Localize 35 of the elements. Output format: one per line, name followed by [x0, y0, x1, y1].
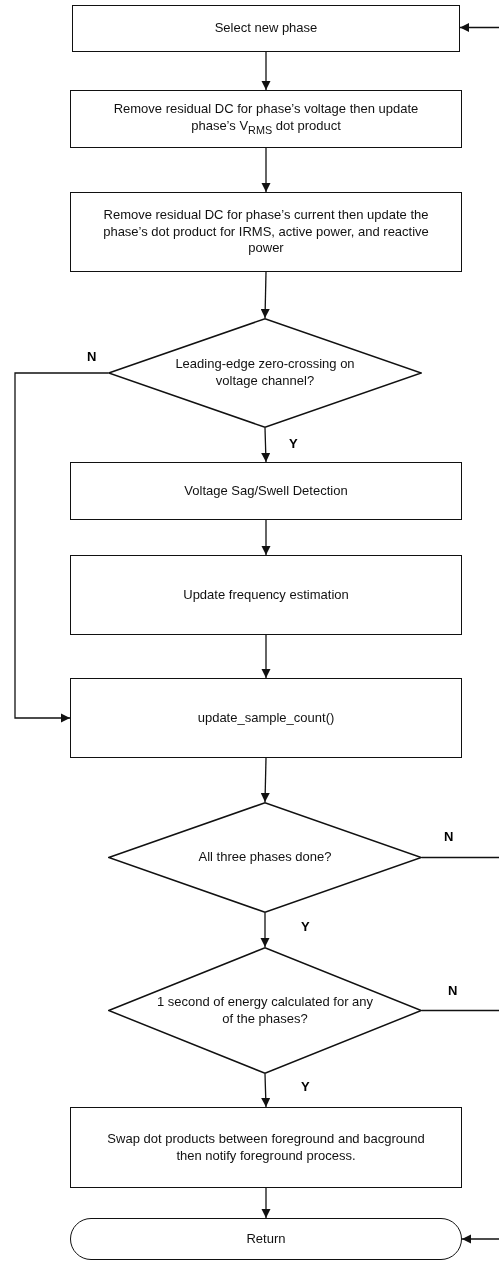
arrow [261, 519, 271, 556]
process-box [70, 462, 462, 520]
node-text: update_sample_count() [197, 709, 335, 727]
node-text: Swap dot products between foreground and bacground then notify foreground process. [106, 1130, 426, 1165]
process-box [70, 90, 462, 148]
node-text: Voltage Sag/Swell Detection [184, 482, 348, 500]
node-text: Update frequency estimation [183, 586, 349, 604]
arrow [260, 757, 270, 803]
process-box [70, 555, 462, 635]
arrow [261, 147, 271, 193]
arrow [459, 22, 499, 33]
node-text: 1 second of energy calculated for any of the phases? [155, 993, 375, 1028]
arrow [260, 912, 270, 948]
arrow [461, 1234, 499, 1244]
node-text: Remove residual DC for phase’s current then update the phase’s dot product for IRMS, active power, and reactive power [102, 206, 430, 258]
arrow [14, 372, 109, 723]
arrow [261, 51, 271, 91]
process-box [70, 1107, 462, 1188]
arrow [260, 271, 270, 319]
decision-diamond [108, 318, 422, 428]
node-text: Leading-edge zero-crossing on voltage channel? [174, 356, 356, 390]
process-box [70, 192, 462, 272]
arrow [261, 427, 271, 463]
arrow [261, 634, 271, 679]
node-text: All three phases done? [198, 849, 332, 866]
node-text: Select new phase [214, 20, 318, 37]
node-text: Remove residual DC for phase’s voltage then update phase’s V$_{RMS}$ dot product [112, 101, 420, 137]
decision-diamond [108, 947, 422, 1074]
node-text: Return [246, 1230, 286, 1248]
arrow [261, 1073, 271, 1108]
terminator-shape [70, 1218, 462, 1260]
decision-diamond [108, 802, 422, 913]
process-box [70, 678, 462, 758]
process-box [72, 5, 460, 52]
arrow [261, 1187, 271, 1219]
